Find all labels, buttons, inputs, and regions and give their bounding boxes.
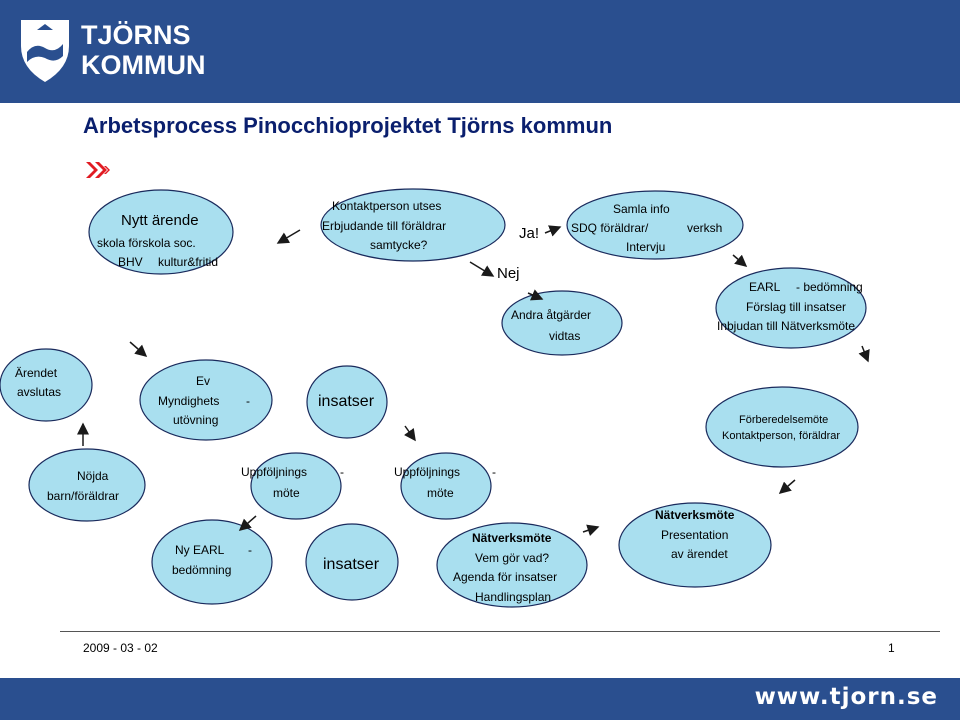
natverk1-l1: Nätverksmöte [472, 531, 552, 545]
chevron-marker-icon [86, 162, 110, 178]
samla-l2b: verksh [687, 221, 723, 235]
kontakt-l2: Erbjudande till föräldrar [322, 219, 447, 233]
natverk1-l3: Agenda för insatser [453, 570, 558, 584]
insatser-2-label: insatser [323, 556, 380, 573]
uppf2-l1a: Uppföljnings [394, 465, 461, 479]
node-natverksmote-2 [618, 502, 772, 588]
footer-url-link[interactable]: www.tjorn.se [754, 684, 938, 710]
arrow-ja [544, 225, 562, 237]
arrow-to-ev [129, 341, 148, 357]
node-nytt-arende [88, 189, 234, 275]
arrow-to-nyearl [238, 515, 257, 531]
label-nej: Nej [497, 265, 520, 282]
natverk2-l1: Nätverksmöte [655, 508, 735, 522]
nojda-l1: Nöjda [77, 469, 109, 483]
samla-l1: Samla info [613, 202, 670, 216]
avslutas-l2: avslutas [17, 385, 62, 399]
kontakt-l3: samtycke? [370, 238, 428, 252]
node-insatser-1 [306, 365, 388, 439]
andra-l2: vidtas [549, 329, 581, 343]
samla-l3: Intervju [626, 240, 666, 254]
natverk2-l3: av ärendet [671, 547, 728, 561]
node-ev-myndighet [139, 359, 273, 441]
uppf1-l2: möte [273, 486, 300, 500]
logo-text-line1: TJÖRNS [81, 20, 191, 50]
node-forberedelsemote [705, 386, 859, 468]
kontakt-l1: Kontaktperson utses [332, 199, 442, 213]
uppf1-l1a: Uppföljnings [241, 465, 308, 479]
node-samla-info [566, 190, 744, 260]
earl-l3: Inbjudan till Nätverksmöte [717, 319, 856, 333]
nytt-arende-l3a: BHV [118, 255, 143, 269]
andra-l1: Andra åtgärder [511, 308, 592, 322]
label-ja: Ja! [519, 225, 540, 242]
footer-date: 2009 - 03 - 02 [83, 641, 158, 655]
node-arendet-avslutas [0, 348, 93, 422]
forberedelse-l2: Kontaktperson, föräldrar [722, 430, 841, 442]
node-ny-earl [151, 519, 273, 605]
insatser-1-label: insatser [318, 393, 375, 410]
arrow-earl-to-forb [858, 345, 870, 363]
nytt-arende-l1: Nytt ärende [121, 212, 199, 229]
ev-l2a: Myndighets [158, 394, 220, 408]
page-title: Arbetsprocess Pinocchioprojektet Tjörns … [83, 113, 613, 138]
uppf1-l1b: - [340, 465, 344, 479]
nytt-arende-l2: skola förskola soc. [97, 236, 196, 250]
node-earl [715, 267, 867, 349]
avslutas-l1: Ärendet [15, 366, 58, 380]
logo-text-line2: KOMMUN [81, 50, 205, 80]
arrow-to-andra [527, 289, 544, 301]
uppf2-l1b: - [492, 465, 496, 479]
nyearl-l1b: - [248, 543, 252, 557]
node-nojda [28, 448, 146, 522]
earl-l1a: EARL [749, 280, 781, 294]
node-kontaktperson [320, 188, 506, 262]
nyearl-l1a: Ny EARL [175, 543, 225, 557]
arrow-forb-to-natverk [778, 479, 796, 494]
forberedelse-l1: Förberedelsemöte [739, 414, 829, 426]
nyearl-l2: bedömning [172, 563, 232, 577]
natverk2-l2: Presentation [661, 528, 729, 542]
nojda-l2: barn/föräldrar [47, 489, 120, 503]
arrow-to-kontakt [276, 229, 301, 244]
arrow-nej [469, 261, 495, 277]
node-andra-atgarder [501, 290, 623, 356]
footer-bar [0, 678, 960, 720]
earl-l1b: - bedömning [796, 280, 863, 294]
arrow-natverk1-to-2 [582, 524, 600, 537]
ev-l3: utövning [173, 413, 219, 427]
node-uppfoljning-2 [400, 452, 492, 520]
uppf2-l2: möte [427, 486, 454, 500]
natverk1-l4: Handlingsplan [475, 590, 552, 604]
arrow-to-earl [732, 254, 748, 267]
earl-l2: Förslag till insatser [746, 300, 847, 314]
header-bar: TJÖRNS KOMMUN [0, 0, 960, 103]
node-natverksmote-1 [436, 522, 588, 608]
samla-l2a: SDQ föräldrar/ [571, 221, 649, 235]
node-uppfoljning-1 [250, 452, 342, 520]
arrow-insatser-to-uppf [404, 425, 416, 442]
logo: TJÖRNS KOMMUN [21, 20, 205, 82]
node-insatser-2 [305, 523, 399, 601]
natverk1-l2: Vem gör vad? [475, 551, 550, 565]
nytt-arende-l3b: kultur&fritid [158, 255, 219, 269]
ev-l2b: - [246, 394, 250, 408]
footer-page-number: 1 [888, 641, 895, 655]
footer-divider [60, 631, 940, 632]
ev-l1: Ev [196, 374, 211, 388]
